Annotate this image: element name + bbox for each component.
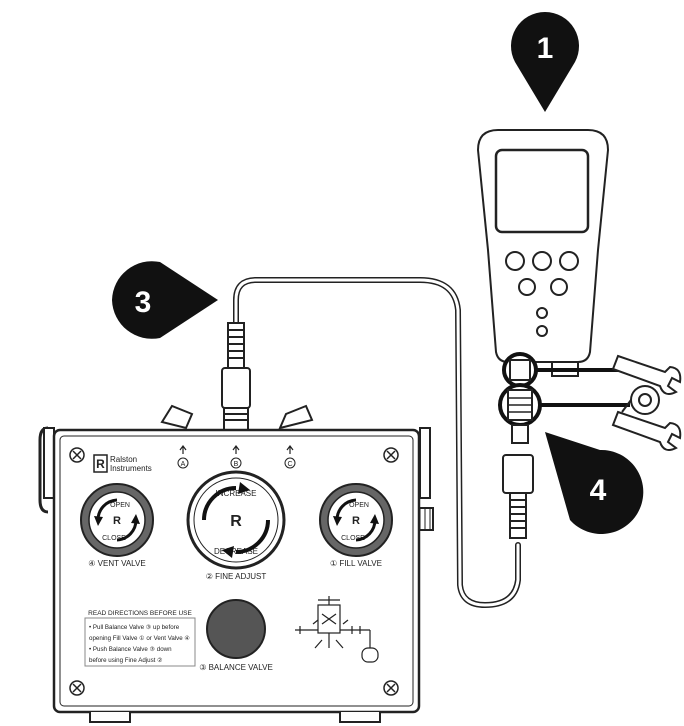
rotate-arrow-icon [202, 486, 237, 521]
callout-3: 3 [112, 261, 218, 339]
calibrator-button [550, 278, 568, 296]
port-c-fitting [278, 404, 314, 430]
screw-icon [383, 447, 399, 463]
balance-valve-knob[interactable] [206, 599, 266, 659]
callout-4-number: 4 [590, 474, 607, 507]
wrench-icon [611, 410, 682, 451]
fine-adjust-label: ② FINE ADJUST [206, 572, 267, 581]
directions-line: before using Fine Adjust ② [89, 657, 163, 664]
pump-handle-right [419, 427, 431, 499]
callout-4: 4 [545, 432, 644, 534]
calibrator-screen [494, 148, 590, 234]
directions-line: • Push Balance Valve ③ down [89, 646, 172, 653]
handheld-calibrator [476, 129, 610, 377]
port-b-fitting [223, 407, 249, 431]
pump-schematic [295, 596, 379, 663]
directions-title: READ DIRECTIONS BEFORE USE [88, 610, 192, 617]
brand-line1: Ralston [110, 455, 137, 464]
svg-text:R: R [230, 513, 242, 530]
adapter-lower [498, 383, 542, 444]
wrench-icon [611, 354, 682, 395]
port-b-label: B [230, 445, 242, 469]
calibrator-button [559, 251, 579, 271]
calibrator-button [536, 325, 548, 337]
brand-logo: R Ralston Instruments [93, 454, 152, 473]
balance-valve-label: ③ BALANCE VALVE [199, 663, 273, 672]
directions-line: • Pull Balance Valve ③ up before [89, 624, 180, 631]
screw-icon [383, 680, 399, 696]
adapter-upper [502, 352, 538, 388]
vent-open-text: OPEN [110, 502, 130, 509]
svg-text:A: A [181, 461, 186, 468]
hose-fitting-left [221, 322, 251, 409]
fill-valve-dial[interactable]: OPEN CLOSE R [319, 483, 393, 557]
fine-adjust-dial[interactable]: INCREASE DECREASE R [186, 470, 286, 570]
callout-1: 1 [510, 11, 579, 112]
vent-valve-label: ④ VENT VALVE [88, 559, 145, 568]
svg-text:C: C [287, 461, 292, 468]
svg-text:R: R [352, 515, 360, 527]
vent-close-text: CLOSE [102, 535, 126, 542]
screw-icon [69, 447, 85, 463]
calibrator-button [532, 251, 552, 271]
brand-line2: Instruments [110, 464, 152, 473]
calibrator-button [518, 278, 536, 296]
fill-open-text: OPEN [349, 502, 369, 509]
fill-close-text: CLOSE [341, 535, 365, 542]
directions-box: READ DIRECTIONS BEFORE USE • Pull Balanc… [84, 610, 196, 667]
port-a-fitting [160, 404, 194, 430]
svg-text:R: R [113, 515, 121, 527]
calibrator-button [536, 307, 548, 319]
thread-tape-icon [621, 385, 660, 415]
svg-text:R: R [96, 457, 105, 471]
calibrator-button [505, 251, 525, 271]
hose-fitting-right [502, 454, 534, 539]
fine-increase-text: INCREASE [216, 489, 257, 498]
port-a-label: A [177, 445, 189, 469]
vent-valve-dial[interactable]: OPEN CLOSE R [80, 483, 154, 557]
svg-text:B: B [234, 461, 239, 468]
fill-valve-label: ① FILL VALVE [330, 559, 382, 568]
screw-icon [69, 680, 85, 696]
port-c-label: C [284, 445, 296, 469]
callout-3-number: 3 [135, 286, 152, 319]
callout-1-number: 1 [537, 32, 554, 65]
directions-line: opening Fill Valve ① or Vent Valve ④ [89, 635, 190, 642]
